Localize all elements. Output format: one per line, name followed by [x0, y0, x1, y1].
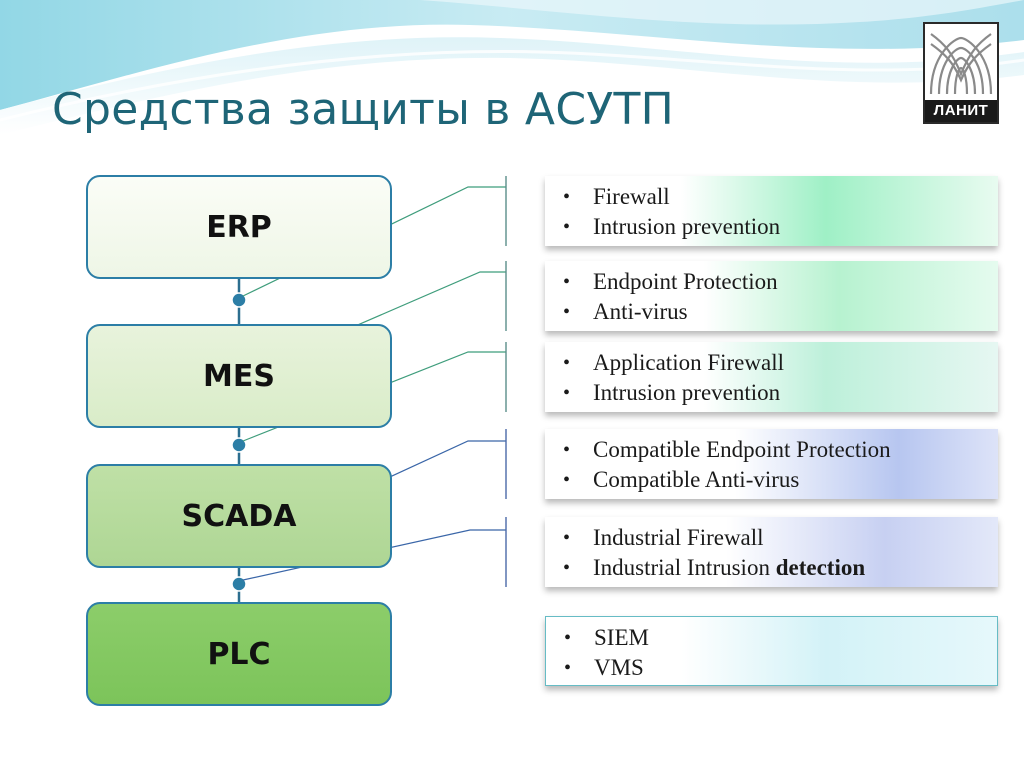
card-item: Firewall: [559, 182, 984, 212]
protection-card-plc: SIEM VMS: [545, 616, 998, 686]
level-mes: MES: [86, 324, 392, 428]
protection-card-erp-mes: Endpoint Protection Anti-virus: [545, 261, 998, 331]
level-erp: ERP: [86, 175, 392, 279]
protection-card-erp: Firewall Intrusion prevention: [545, 176, 998, 246]
level-erp-label: ERP: [206, 210, 272, 245]
level-scada: SCADA: [86, 464, 392, 568]
card-item: VMS: [560, 653, 983, 683]
card-item: Compatible Endpoint Protection: [559, 435, 984, 465]
card-item: Application Firewall: [559, 348, 984, 378]
card-item-text: Industrial Intrusion: [593, 555, 776, 580]
card-item: SIEM: [560, 623, 983, 653]
protection-card-scada-plc: Industrial Firewall Industrial Intrusion…: [545, 517, 998, 587]
card-item: Compatible Anti-virus: [559, 465, 984, 495]
card-item: Endpoint Protection: [559, 267, 984, 297]
node-dot: [232, 577, 246, 591]
card-item: Intrusion prevention: [559, 212, 984, 242]
level-plc-label: PLC: [207, 637, 270, 672]
protection-card-scada: Compatible Endpoint Protection Compatibl…: [545, 429, 998, 499]
level-scada-label: SCADA: [182, 499, 297, 534]
card-item-bold-text: detection: [776, 555, 865, 580]
card-item: Anti-virus: [559, 297, 984, 327]
card-item: Industrial Firewall: [559, 523, 984, 553]
protection-card-mes: Application Firewall Intrusion preventio…: [545, 342, 998, 412]
card-item: Intrusion prevention: [559, 378, 984, 408]
level-plc: PLC: [86, 602, 392, 706]
level-mes-label: MES: [203, 359, 275, 394]
card-item: Industrial Intrusion detection: [559, 553, 984, 583]
